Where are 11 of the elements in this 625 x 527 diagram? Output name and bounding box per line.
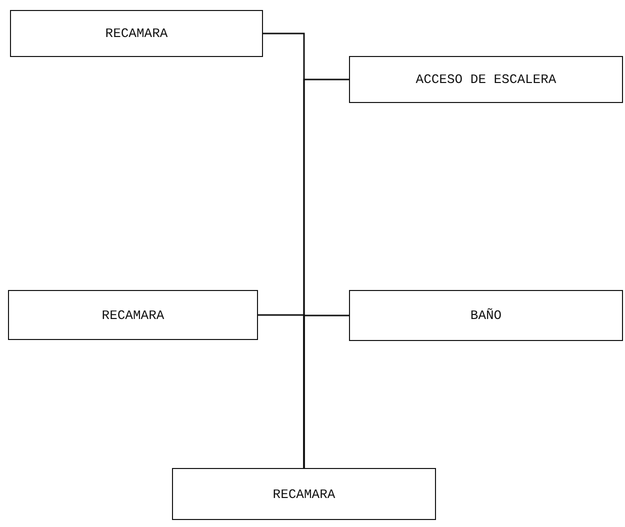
room-box (8, 290, 258, 340)
room-box (349, 56, 623, 103)
room-label: BAÑO (470, 308, 502, 323)
room-label: ACCESO DE ESCALERA (416, 72, 556, 87)
connector-line (303, 314, 349, 468)
room-label: RECAMARA (272, 486, 336, 502)
room-box (172, 468, 436, 520)
room-label: RECAMARA (102, 308, 164, 322)
room-label: RECAMARA (105, 26, 168, 41)
room-box (349, 290, 623, 341)
room-box (10, 10, 263, 57)
